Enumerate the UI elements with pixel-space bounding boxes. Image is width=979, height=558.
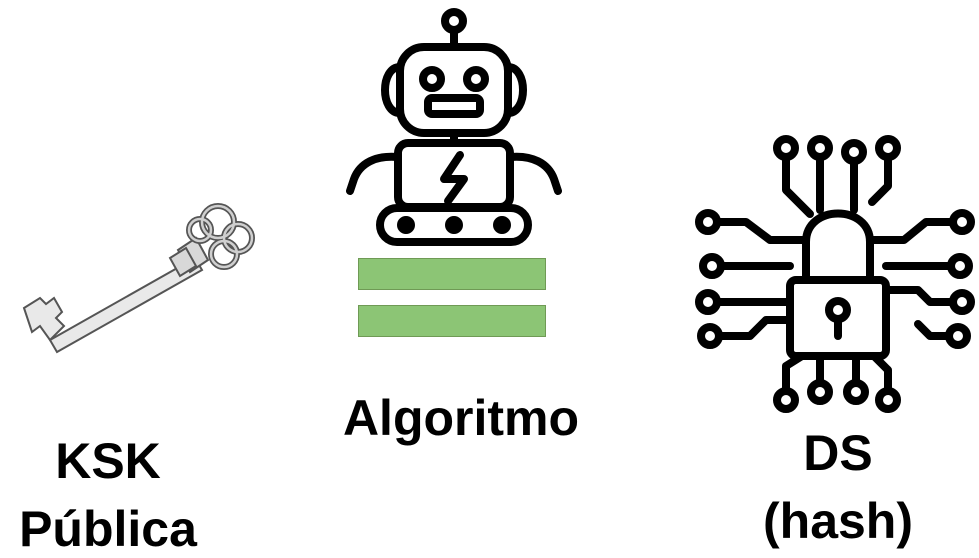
ds-label-line1: DS <box>803 425 873 481</box>
equals-bar-bottom <box>358 305 546 337</box>
equals-bar-top <box>358 258 546 290</box>
key-label-line2: Pública <box>19 501 197 557</box>
key-label-line1: KSK <box>55 433 161 489</box>
key-icon <box>22 203 255 354</box>
circuit-lock-icon <box>695 135 975 413</box>
algorithm-label: Algoritmo <box>342 390 580 446</box>
ds-label-line2: (hash) <box>763 493 913 549</box>
robot-icon <box>346 8 562 246</box>
